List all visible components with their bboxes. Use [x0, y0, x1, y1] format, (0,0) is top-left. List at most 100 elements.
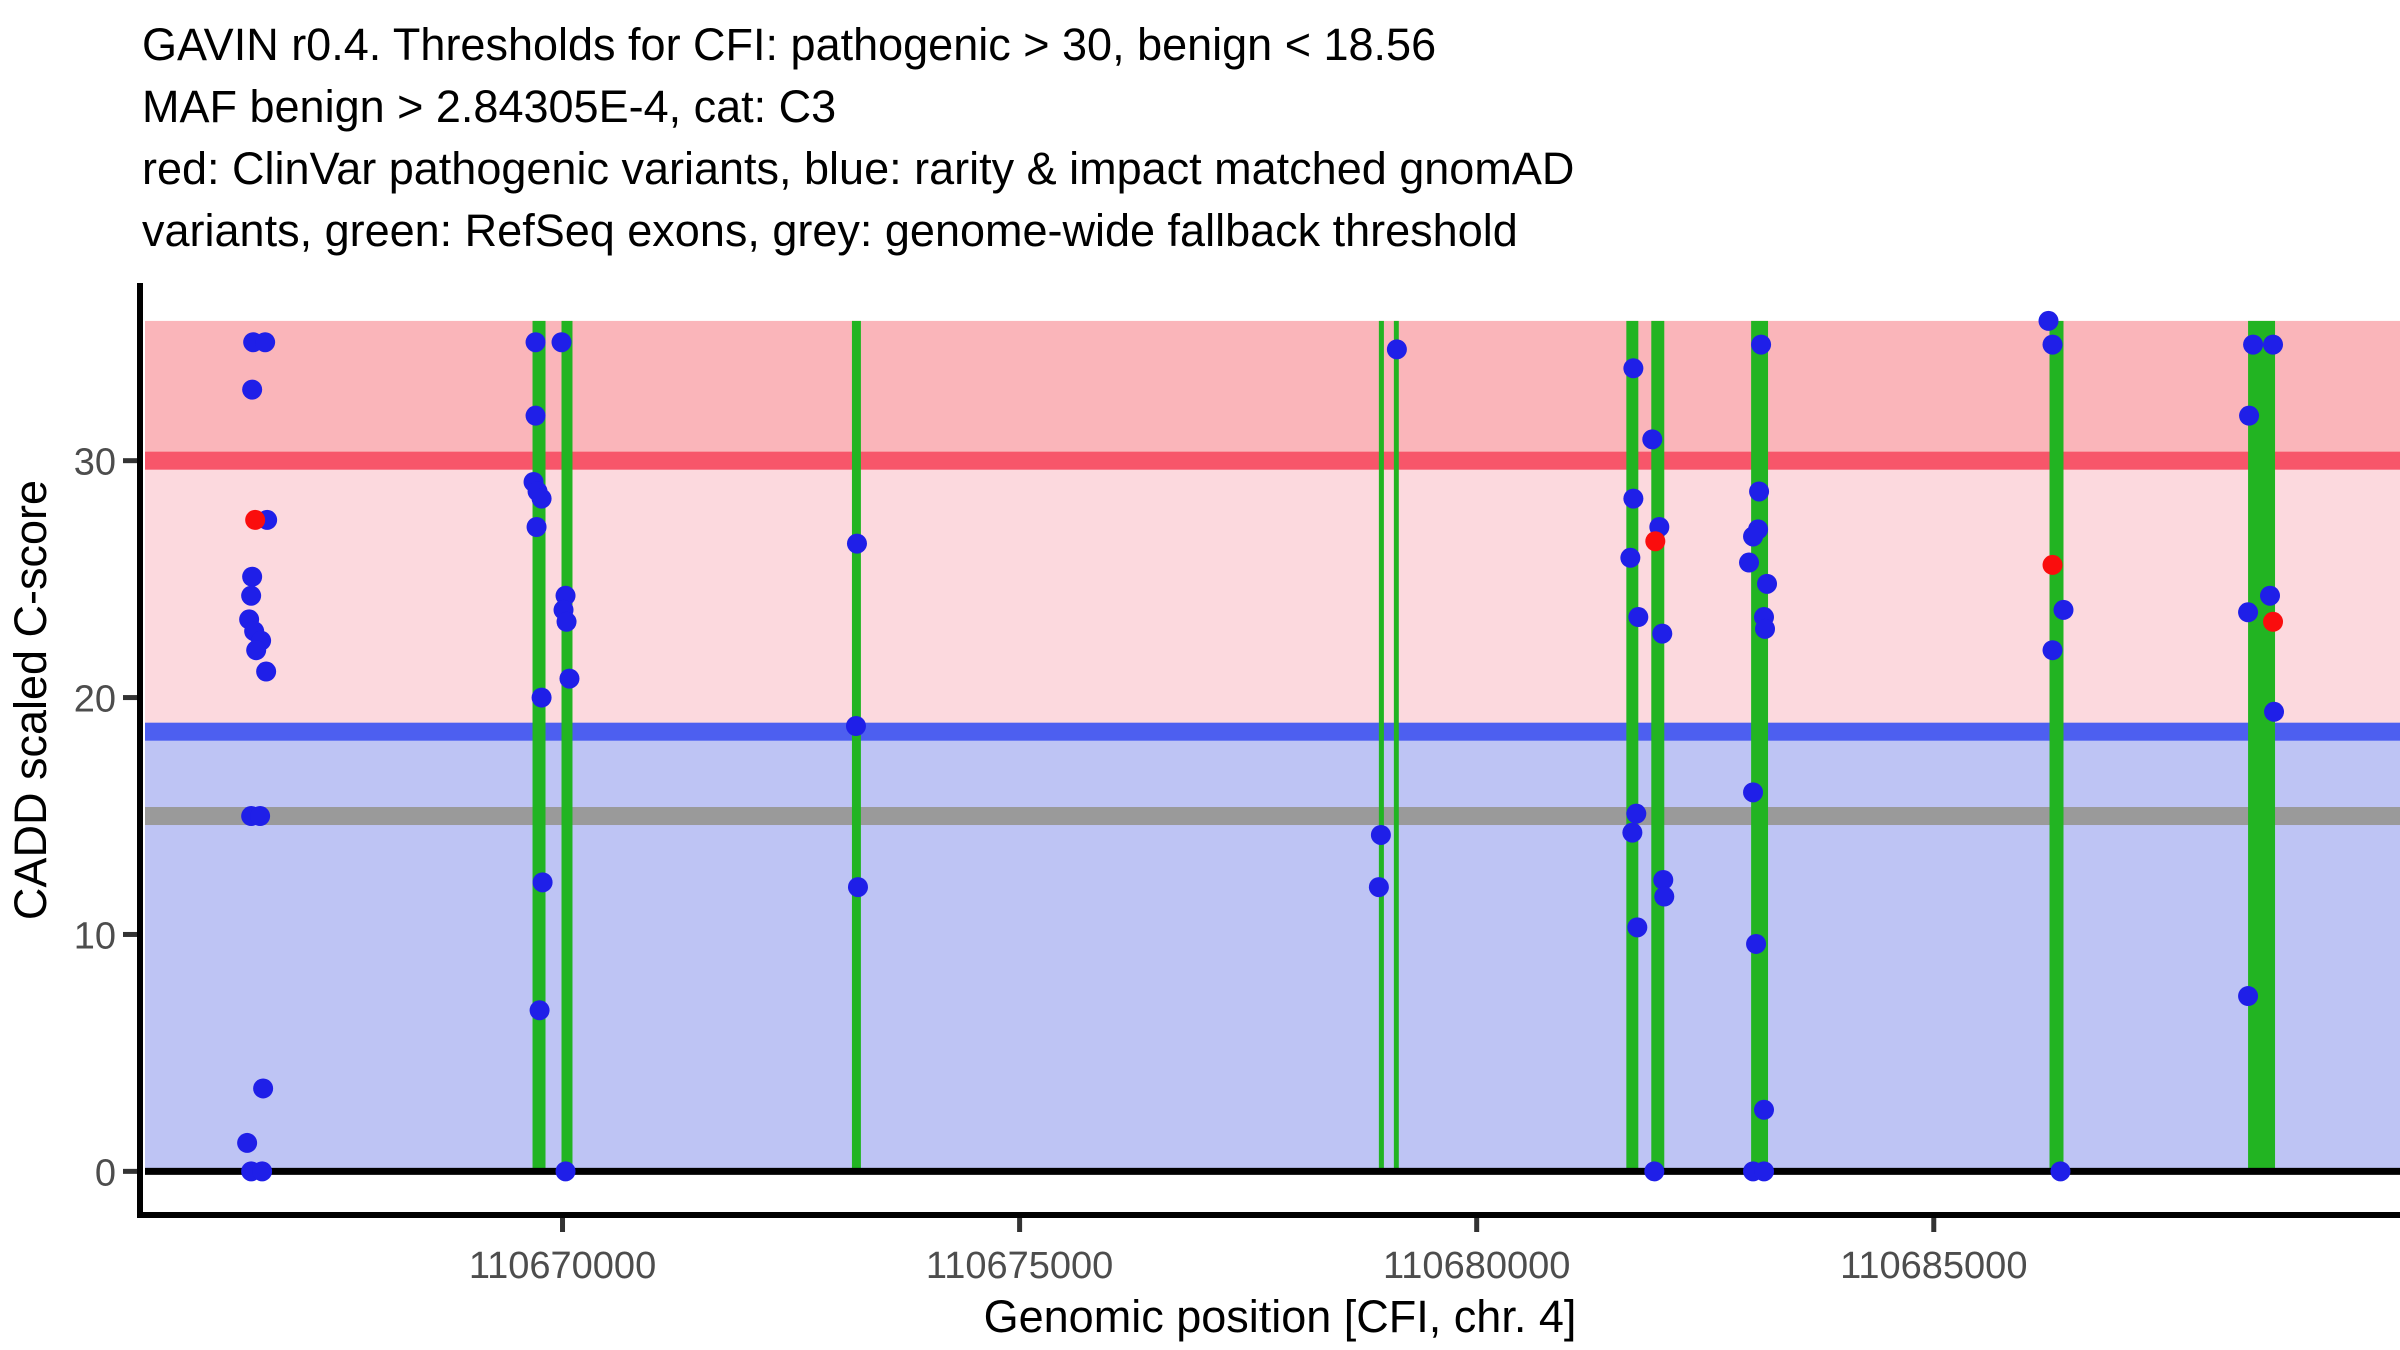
variant-point-gnomad [1754, 1161, 1775, 1182]
threshold-line-benign-threshold [145, 722, 2400, 741]
exon-bar-6 [1626, 320, 1639, 1175]
variant-point-gnomad [526, 517, 547, 538]
variant-point-gnomad [2053, 599, 2074, 620]
variant-point-gnomad [525, 332, 546, 353]
exon-bar-3 [851, 320, 861, 1175]
y-tick-mark [123, 695, 137, 701]
x-tick-mark [1931, 1218, 1937, 1232]
variant-point-gnomad [1370, 824, 1391, 845]
variant-point-gnomad [2264, 701, 2285, 722]
variant-point-gnomad [559, 668, 580, 689]
x-axis-line [137, 1212, 2400, 1218]
exon-bar-9 [2049, 320, 2064, 1175]
exon-bar-2 [561, 320, 573, 1175]
threshold-line-genome-wide-fallback-threshold [145, 807, 2400, 826]
exon-bar-5 [1393, 320, 1399, 1175]
variant-point-gnomad [2243, 334, 2264, 355]
variant-point-clinvar [245, 509, 266, 530]
x-tick-label: 110685000 [1840, 1245, 2027, 1287]
variant-point-gnomad [1653, 869, 1674, 890]
region-band-pathogenic-region [145, 320, 2400, 461]
variant-point-gnomad [256, 661, 277, 682]
variant-point-gnomad [1754, 1099, 1775, 1120]
variant-point-gnomad [2238, 602, 2259, 623]
chart-title-line-1: GAVIN r0.4. Thresholds for CFI: pathogen… [142, 19, 1437, 70]
region-band-benign-region [145, 731, 2400, 1172]
exon-bar-10 [2248, 320, 2276, 1175]
variant-point-gnomad [532, 872, 553, 893]
exon-bar-4 [1378, 320, 1384, 1175]
variant-point-gnomad [2042, 334, 2063, 355]
chart-title-line-2: MAF benign > 2.84305E-4, cat: C3 [142, 81, 837, 132]
variant-point-gnomad [250, 806, 271, 827]
variant-point-gnomad [1628, 607, 1649, 628]
variant-point-gnomad [237, 1132, 258, 1153]
variant-point-gnomad [556, 611, 577, 632]
variant-point-gnomad [1644, 1161, 1665, 1182]
variant-point-gnomad [1751, 334, 1772, 355]
chart-title: GAVIN r0.4. Thresholds for CFI: pathogen… [142, 14, 1574, 262]
variant-point-gnomad [845, 715, 866, 736]
variant-point-gnomad [1626, 803, 1647, 824]
variant-point-gnomad [1746, 933, 1767, 954]
variant-point-gnomad [2260, 585, 2281, 606]
variant-point-clinvar [1645, 531, 1666, 552]
y-axis-title: CADD scaled C-score [5, 480, 56, 920]
x-tick-mark [1474, 1218, 1480, 1232]
variant-point-gnomad [1642, 429, 1663, 450]
variant-point-gnomad [246, 640, 267, 661]
variant-point-gnomad [531, 488, 552, 509]
variant-point-gnomad [255, 332, 276, 353]
y-tick-mark [123, 931, 137, 937]
variant-point-gnomad [1749, 481, 1770, 502]
y-tick-label: 30 [74, 442, 116, 484]
y-tick-mark [123, 458, 137, 464]
variant-point-gnomad [2239, 405, 2260, 426]
x-tick-mark [560, 1218, 566, 1232]
zero-line [145, 1167, 2400, 1175]
variant-point-gnomad [529, 1000, 550, 1021]
variant-point-clinvar [2263, 611, 2284, 632]
variant-point-gnomad [551, 332, 572, 353]
variant-point-gnomad [847, 877, 868, 898]
variant-point-gnomad [1620, 547, 1641, 568]
variant-point-gnomad [1622, 822, 1643, 843]
variant-point-gnomad [252, 1161, 273, 1182]
variant-point-gnomad [242, 566, 263, 587]
x-tick-label: 110670000 [469, 1245, 656, 1287]
variant-point-gnomad [1623, 358, 1644, 379]
variant-point-gnomad [1386, 339, 1407, 360]
x-tick-label: 110680000 [1383, 1245, 1570, 1287]
y-tick-label: 10 [74, 915, 116, 957]
variant-point-gnomad [1739, 552, 1760, 573]
y-tick-mark [123, 1168, 137, 1174]
variant-point-gnomad [1757, 573, 1778, 594]
exon-bar-8 [1751, 320, 1769, 1175]
variant-point-gnomad [241, 585, 262, 606]
variant-point-gnomad [1743, 526, 1764, 547]
variant-point-gnomad [2050, 1161, 2071, 1182]
variant-point-gnomad [846, 533, 867, 554]
variant-point-gnomad [531, 687, 552, 708]
x-tick-mark [1017, 1218, 1023, 1232]
variant-point-gnomad [1368, 877, 1389, 898]
variant-point-gnomad [555, 1161, 576, 1182]
variant-point-gnomad [242, 379, 263, 400]
variant-point-gnomad [1627, 917, 1648, 938]
variant-point-gnomad [1654, 886, 1675, 907]
chart-title-line-3: red: ClinVar pathogenic variants, blue: … [142, 143, 1575, 194]
exon-bar-1 [532, 320, 546, 1175]
x-axis-title: Genomic position [CFI, chr. 4] [984, 1291, 1577, 1342]
threshold-line-pathogenic-threshold [145, 451, 2400, 470]
variant-point-gnomad [1652, 623, 1673, 644]
variant-point-gnomad [2238, 986, 2259, 1007]
variant-point-gnomad [1743, 782, 1764, 803]
variant-point-gnomad [2263, 334, 2284, 355]
y-tick-label: 0 [95, 1152, 116, 1194]
variant-point-gnomad [1755, 618, 1776, 639]
variant-point-gnomad [1623, 488, 1644, 509]
variant-point-clinvar [2042, 554, 2063, 575]
chart-title-line-4: variants, green: RefSeq exons, grey: gen… [142, 205, 1518, 256]
y-axis-line [137, 283, 143, 1218]
